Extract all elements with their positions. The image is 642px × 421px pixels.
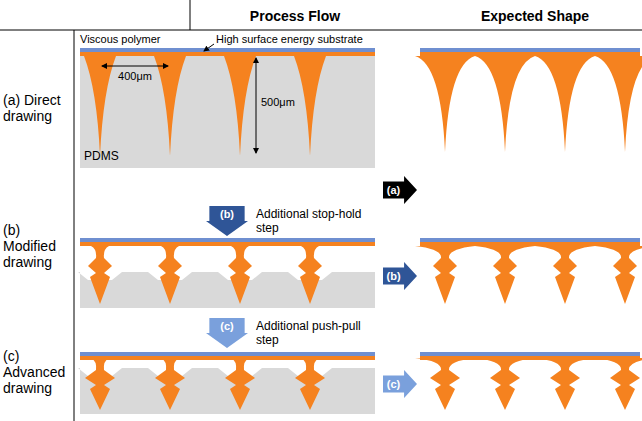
drawn-microneedle (475, 56, 535, 152)
polymer-cone (228, 246, 252, 304)
polymer-layer (80, 52, 375, 56)
part-label: PDMS (84, 150, 119, 164)
step-note: Additional push-pull step (256, 320, 366, 348)
row-label: (b) Modified drawing (3, 222, 73, 270)
arrow-marker: (a) (383, 176, 417, 204)
polymer-cone (298, 246, 322, 304)
row-label-divider (74, 30, 75, 421)
step-note: Additional stop-hold step (256, 208, 366, 236)
polymer-cone (224, 56, 256, 156)
polymer-cone (155, 358, 185, 410)
column-heading: Process Flow (250, 8, 340, 24)
arrow-label: (c) (387, 378, 400, 390)
pdms-mold (78, 272, 375, 308)
polymer-cone (154, 56, 186, 156)
polymer-cone (158, 246, 182, 304)
arrow-marker: (c) (206, 318, 248, 348)
column-heading: Expected Shape (481, 8, 589, 24)
row-label: (c) Advanced drawing (3, 348, 73, 396)
arrow-marker: (b) (383, 262, 417, 290)
dimension: 500μm (261, 96, 295, 109)
dimension: 400μm (118, 70, 152, 83)
arrow-fill (206, 318, 248, 348)
substrate (80, 48, 375, 52)
arrow-fill (383, 262, 417, 290)
pitch-dimension (102, 66, 168, 67)
substrate (80, 238, 375, 242)
leader-line (204, 44, 214, 51)
polymer-layer (420, 52, 640, 56)
drawn-microneedle (595, 358, 642, 410)
substrate (80, 352, 375, 356)
header-divider (190, 0, 191, 30)
substrate (420, 352, 640, 356)
polymer-layer (80, 356, 375, 360)
arrow-fill (383, 176, 417, 204)
polymer-cone (294, 56, 326, 156)
part-label: High surface energy substrate (216, 33, 363, 46)
arrow-label: (b) (387, 270, 401, 282)
pdms-mold (78, 368, 375, 414)
header-rule (0, 30, 642, 31)
drawn-microneedle (535, 56, 595, 152)
substrate (420, 48, 640, 52)
drawn-microneedle (595, 56, 642, 152)
part-label: Viscous polymer (80, 33, 161, 46)
polymer-cone (295, 358, 325, 410)
drawn-microneedle (535, 358, 595, 410)
polymer-cone (225, 358, 255, 410)
drawn-microneedle (415, 246, 475, 304)
drawn-microneedle (415, 56, 475, 152)
row-label: (a) Direct drawing (3, 92, 73, 124)
arrow-fill (206, 206, 248, 236)
polymer-layer (420, 242, 640, 246)
height-dimension (256, 58, 257, 153)
polymer-cone (88, 246, 112, 304)
arrow-label: (c) (220, 320, 233, 332)
arrow-marker: (b) (206, 206, 248, 236)
polymer-cone (85, 358, 115, 410)
arrow-marker: (c) (383, 370, 417, 398)
drawn-microneedle (475, 246, 535, 304)
drawn-microneedle (535, 246, 595, 304)
polymer-layer (80, 242, 375, 246)
drawn-microneedle (415, 358, 475, 410)
pdms-mold (80, 56, 375, 168)
arrow-fill (383, 370, 417, 398)
arrow-label: (b) (220, 208, 234, 220)
substrate (420, 238, 640, 242)
arrow-label: (a) (387, 184, 400, 196)
polymer-cone (84, 56, 116, 156)
drawn-microneedle (595, 246, 642, 304)
drawn-microneedle (475, 358, 535, 410)
